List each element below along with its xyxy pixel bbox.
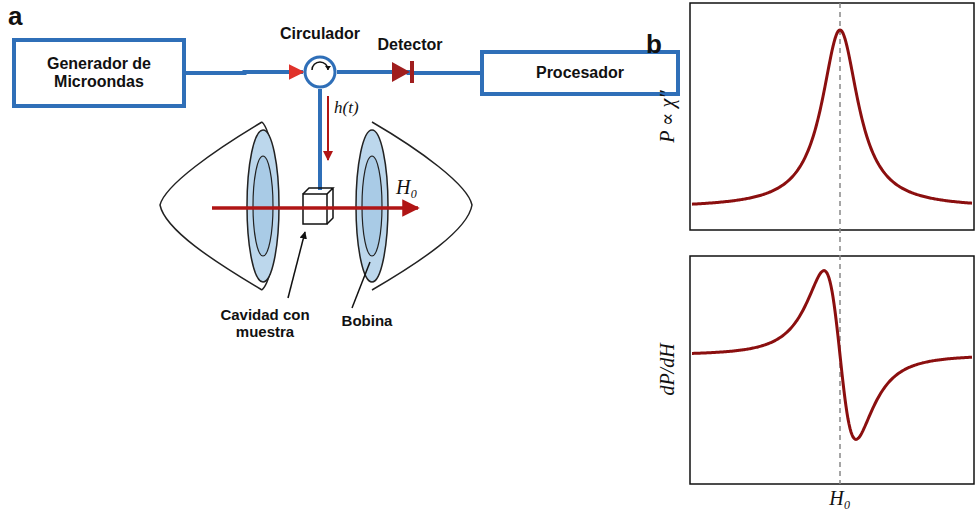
field-arrow: [212, 206, 418, 210]
node-heading: Circulador: [280, 25, 360, 43]
leader-line: [352, 262, 370, 308]
plot-frame: [690, 3, 974, 230]
component-label: Detector: [365, 36, 455, 54]
rf-field-arrow: [327, 96, 329, 160]
part-label: Cavidad con muestra: [200, 306, 330, 341]
node-label: Generador de Microondas: [16, 55, 182, 92]
signal-label: h(t): [334, 98, 394, 118]
waveguide: [318, 89, 322, 190]
axis-label: H₀: [815, 487, 865, 510]
leader-line: [288, 232, 305, 298]
circulator-circle: Circulador: [303, 55, 337, 89]
axis-label: P ∝ χ″: [656, 57, 679, 177]
diode-symbol: [392, 61, 414, 83]
derivative-curve: [692, 271, 972, 440]
plot-frame: [690, 256, 974, 484]
node-label: Procesador: [536, 64, 624, 82]
sample-cavity: [303, 188, 333, 224]
source-box: Generador de Microondas: [12, 38, 186, 108]
axis-label: dP/dH: [656, 310, 679, 430]
part-label: Bobina: [322, 312, 412, 329]
field-label: H₀: [396, 176, 446, 199]
coil-left: [160, 122, 279, 290]
waveguide-connector: [186, 72, 303, 73]
absorption-curve: [692, 30, 972, 204]
panel-letter: b: [646, 30, 676, 60]
coil-right: [356, 122, 472, 290]
panel-letter: a: [8, 2, 38, 32]
circulator-symbol: [303, 55, 337, 89]
resonance-line: [839, 3, 841, 484]
